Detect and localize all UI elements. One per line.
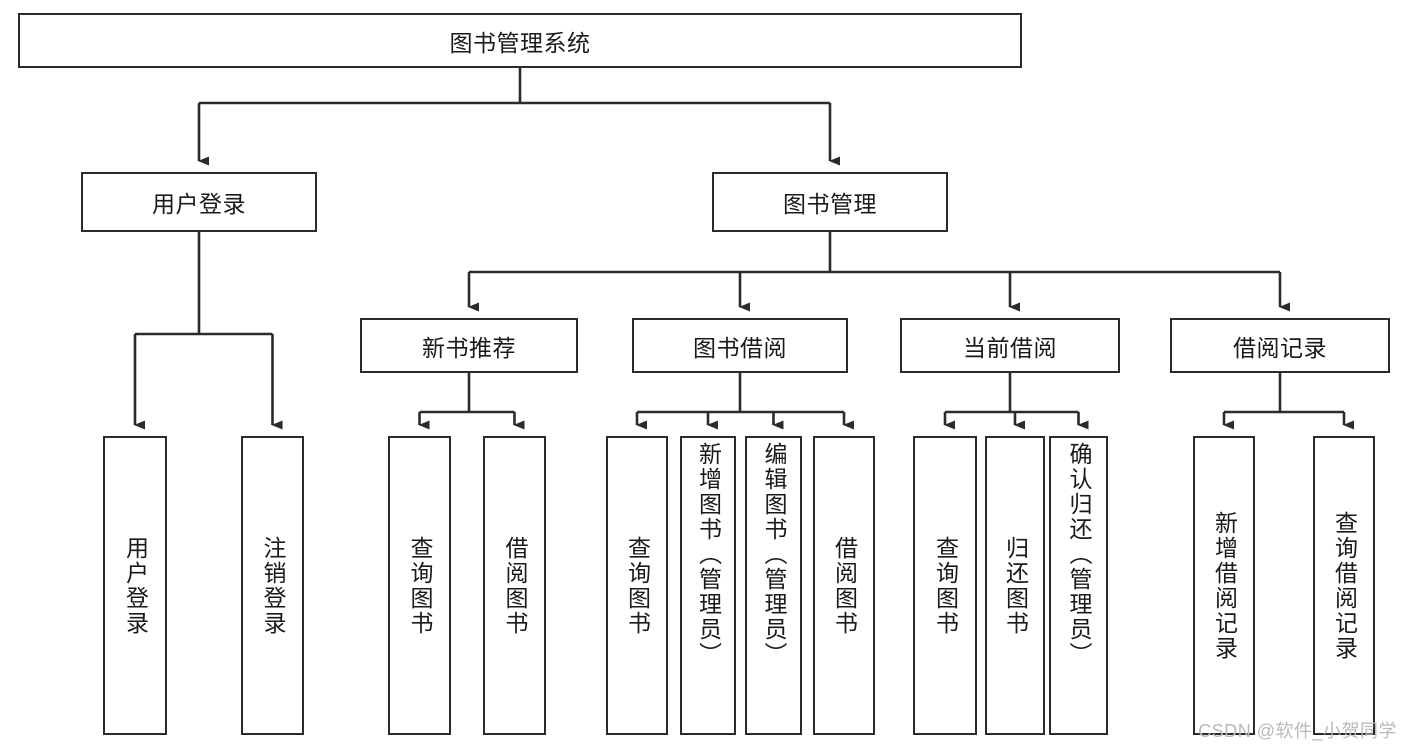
node-label: 用户登录 (152, 191, 246, 217)
node-leaf-9[interactable]: 归还图书 (985, 436, 1045, 735)
node-label: 编辑图书（管理员） (761, 442, 787, 667)
node-label: 新增图书（管理员） (695, 442, 722, 667)
node-level2-2[interactable]: 当前借阅 (900, 318, 1120, 373)
node-label: 归还图书 (1002, 535, 1029, 636)
node-leaf-3[interactable]: 借阅图书 (483, 436, 546, 735)
node-leaf-8[interactable]: 查询图书 (913, 436, 977, 735)
node-leaf-10[interactable]: 确认归还（管理员） (1049, 436, 1108, 735)
node-level2-1[interactable]: 图书借阅 (632, 318, 848, 373)
node-leaf-4[interactable]: 查询图书 (606, 436, 668, 735)
node-label: 查询借阅记录 (1331, 510, 1358, 661)
node-leaf-7[interactable]: 借阅图书 (813, 436, 875, 735)
node-label: 图书管理系统 (449, 29, 591, 56)
node-label: 注销登录 (260, 535, 286, 636)
node-label: 借阅图书 (831, 535, 858, 636)
node-leaf-11[interactable]: 新增借阅记录 (1193, 436, 1255, 735)
node-label: 当前借阅 (963, 334, 1057, 361)
node-leaf-6[interactable]: 编辑图书（管理员） (745, 436, 802, 735)
node-label: 新增借阅记录 (1211, 510, 1238, 661)
node-leaf-5[interactable]: 新增图书（管理员） (680, 436, 736, 735)
node-leaf-0[interactable]: 用户登录 (103, 436, 167, 735)
node-label: 查询图书 (932, 535, 959, 636)
node-label: 确认归还（管理员） (1066, 442, 1092, 667)
node-level2-0[interactable]: 新书推荐 (360, 318, 578, 373)
node-label: 用户登录 (122, 535, 149, 636)
node-level2-3[interactable]: 借阅记录 (1170, 318, 1390, 373)
node-leaf-12[interactable]: 查询借阅记录 (1313, 436, 1375, 735)
node-label: 借阅记录 (1233, 334, 1327, 361)
node-leaf-1[interactable]: 注销登录 (241, 436, 304, 735)
node-label: 查询图书 (624, 535, 651, 636)
node-label: 查询图书 (407, 535, 433, 636)
node-leaf-2[interactable]: 查询图书 (388, 436, 451, 735)
node-level1-1[interactable]: 图书管理 (712, 172, 948, 232)
node-label: 新书推荐 (422, 334, 516, 361)
csdn-watermark: CSDN @软件_小贺同学 (1198, 721, 1397, 741)
node-root-图书管理系统[interactable]: 图书管理系统 (18, 13, 1022, 68)
node-label: 图书借阅 (693, 334, 787, 361)
node-label: 借阅图书 (502, 535, 528, 636)
node-level1-0[interactable]: 用户登录 (81, 172, 317, 232)
node-label: 图书管理 (783, 191, 877, 217)
